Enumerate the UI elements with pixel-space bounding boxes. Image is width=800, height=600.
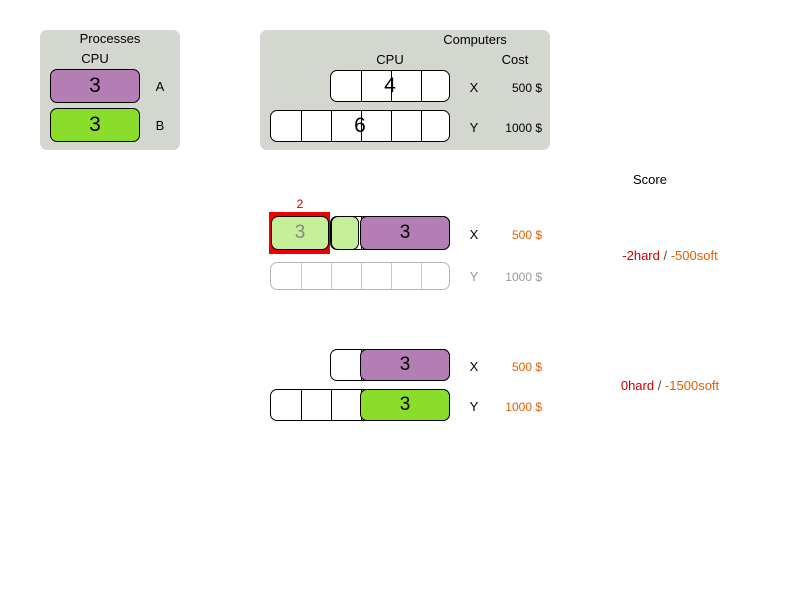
computer-y-label: Y	[469, 120, 479, 135]
process-pill-b[interactable]: 3	[50, 108, 140, 142]
cell-divider	[331, 111, 332, 141]
computers-cost-header: Cost	[501, 52, 529, 67]
solution-1-block-b-cpu: 3	[399, 222, 411, 243]
cell-divider	[331, 263, 332, 289]
solution-1-block-a-tail[interactable]	[331, 216, 359, 250]
solution-2-block-b-cpu: 3	[399, 394, 411, 415]
solution-2-computer-y-cost: 1000 $	[505, 400, 542, 414]
solution-1-computer-y-cost: 1000 $	[505, 270, 542, 284]
cell-divider	[301, 111, 302, 141]
cell-divider	[361, 263, 362, 289]
solution-1-computer-x-cost: 500 $	[511, 228, 542, 242]
computer-y-capacity-bar[interactable]: 6	[270, 110, 450, 142]
computer-y-cost: 1000 $	[505, 121, 542, 135]
computer-x-label: X	[469, 80, 479, 95]
computers-panel-title: Computers	[443, 32, 507, 47]
process-a-label: A	[155, 79, 165, 94]
solution-1-score-hard: -2hard	[622, 248, 660, 263]
processes-panel-title: Processes	[79, 31, 141, 46]
solution-2-block-a-cpu: 3	[399, 354, 411, 375]
process-pill-a[interactable]: 3	[50, 69, 140, 103]
cell-divider	[361, 111, 362, 141]
solution-2-computer-y-label: Y	[469, 399, 479, 414]
solution-2-score-hard: 0hard	[620, 378, 655, 393]
process-a-cpu: 3	[89, 74, 101, 97]
solution-2-block-b[interactable]: 3	[360, 389, 450, 421]
solution-1-block-b[interactable]: 3	[360, 216, 450, 250]
solution-1-computer-y-label: Y	[469, 269, 479, 284]
process-b-cpu: 3	[89, 113, 101, 136]
solution-1-computer-x-label: X	[469, 227, 479, 242]
computers-cpu-header: CPU	[376, 52, 404, 67]
cell-divider	[301, 390, 302, 420]
cell-divider	[361, 71, 362, 101]
cell-divider	[421, 111, 422, 141]
processes-cpu-header: CPU	[81, 51, 109, 66]
solution-1-block-a-cpu: 3	[294, 222, 306, 243]
solution-2-computer-x-cost: 500 $	[511, 360, 542, 374]
cell-divider	[421, 263, 422, 289]
overflow-amount-label: 2	[296, 197, 304, 211]
cell-divider	[421, 71, 422, 101]
computer-y-cpu: 6	[354, 114, 366, 137]
solution-2-score-soft: -1500soft	[664, 378, 720, 393]
solution-1-score-soft: -500soft	[670, 248, 718, 263]
cell-divider	[391, 111, 392, 141]
cell-divider	[391, 263, 392, 289]
solution-1-score-separator: /	[663, 248, 671, 263]
computer-x-capacity-bar[interactable]: 4	[330, 70, 450, 102]
computer-x-cpu: 4	[384, 74, 396, 97]
process-b-label: B	[155, 118, 165, 133]
solution-2-block-a[interactable]: 3	[360, 349, 450, 381]
score-header: Score	[633, 172, 667, 187]
cell-divider	[301, 263, 302, 289]
solution-2-score-separator: /	[657, 378, 665, 393]
cell-divider	[331, 390, 332, 420]
solution-1-block-a[interactable]: 3	[271, 216, 329, 250]
cell-divider	[391, 71, 392, 101]
solution-1-computer-y-bar[interactable]	[270, 262, 450, 290]
computer-x-cost: 500 $	[511, 81, 542, 95]
solution-2-score: 0hard / -1500soft	[560, 378, 780, 393]
solution-1-score: -2hard / -500soft	[560, 248, 780, 263]
solution-2-computer-x-label: X	[469, 359, 479, 374]
